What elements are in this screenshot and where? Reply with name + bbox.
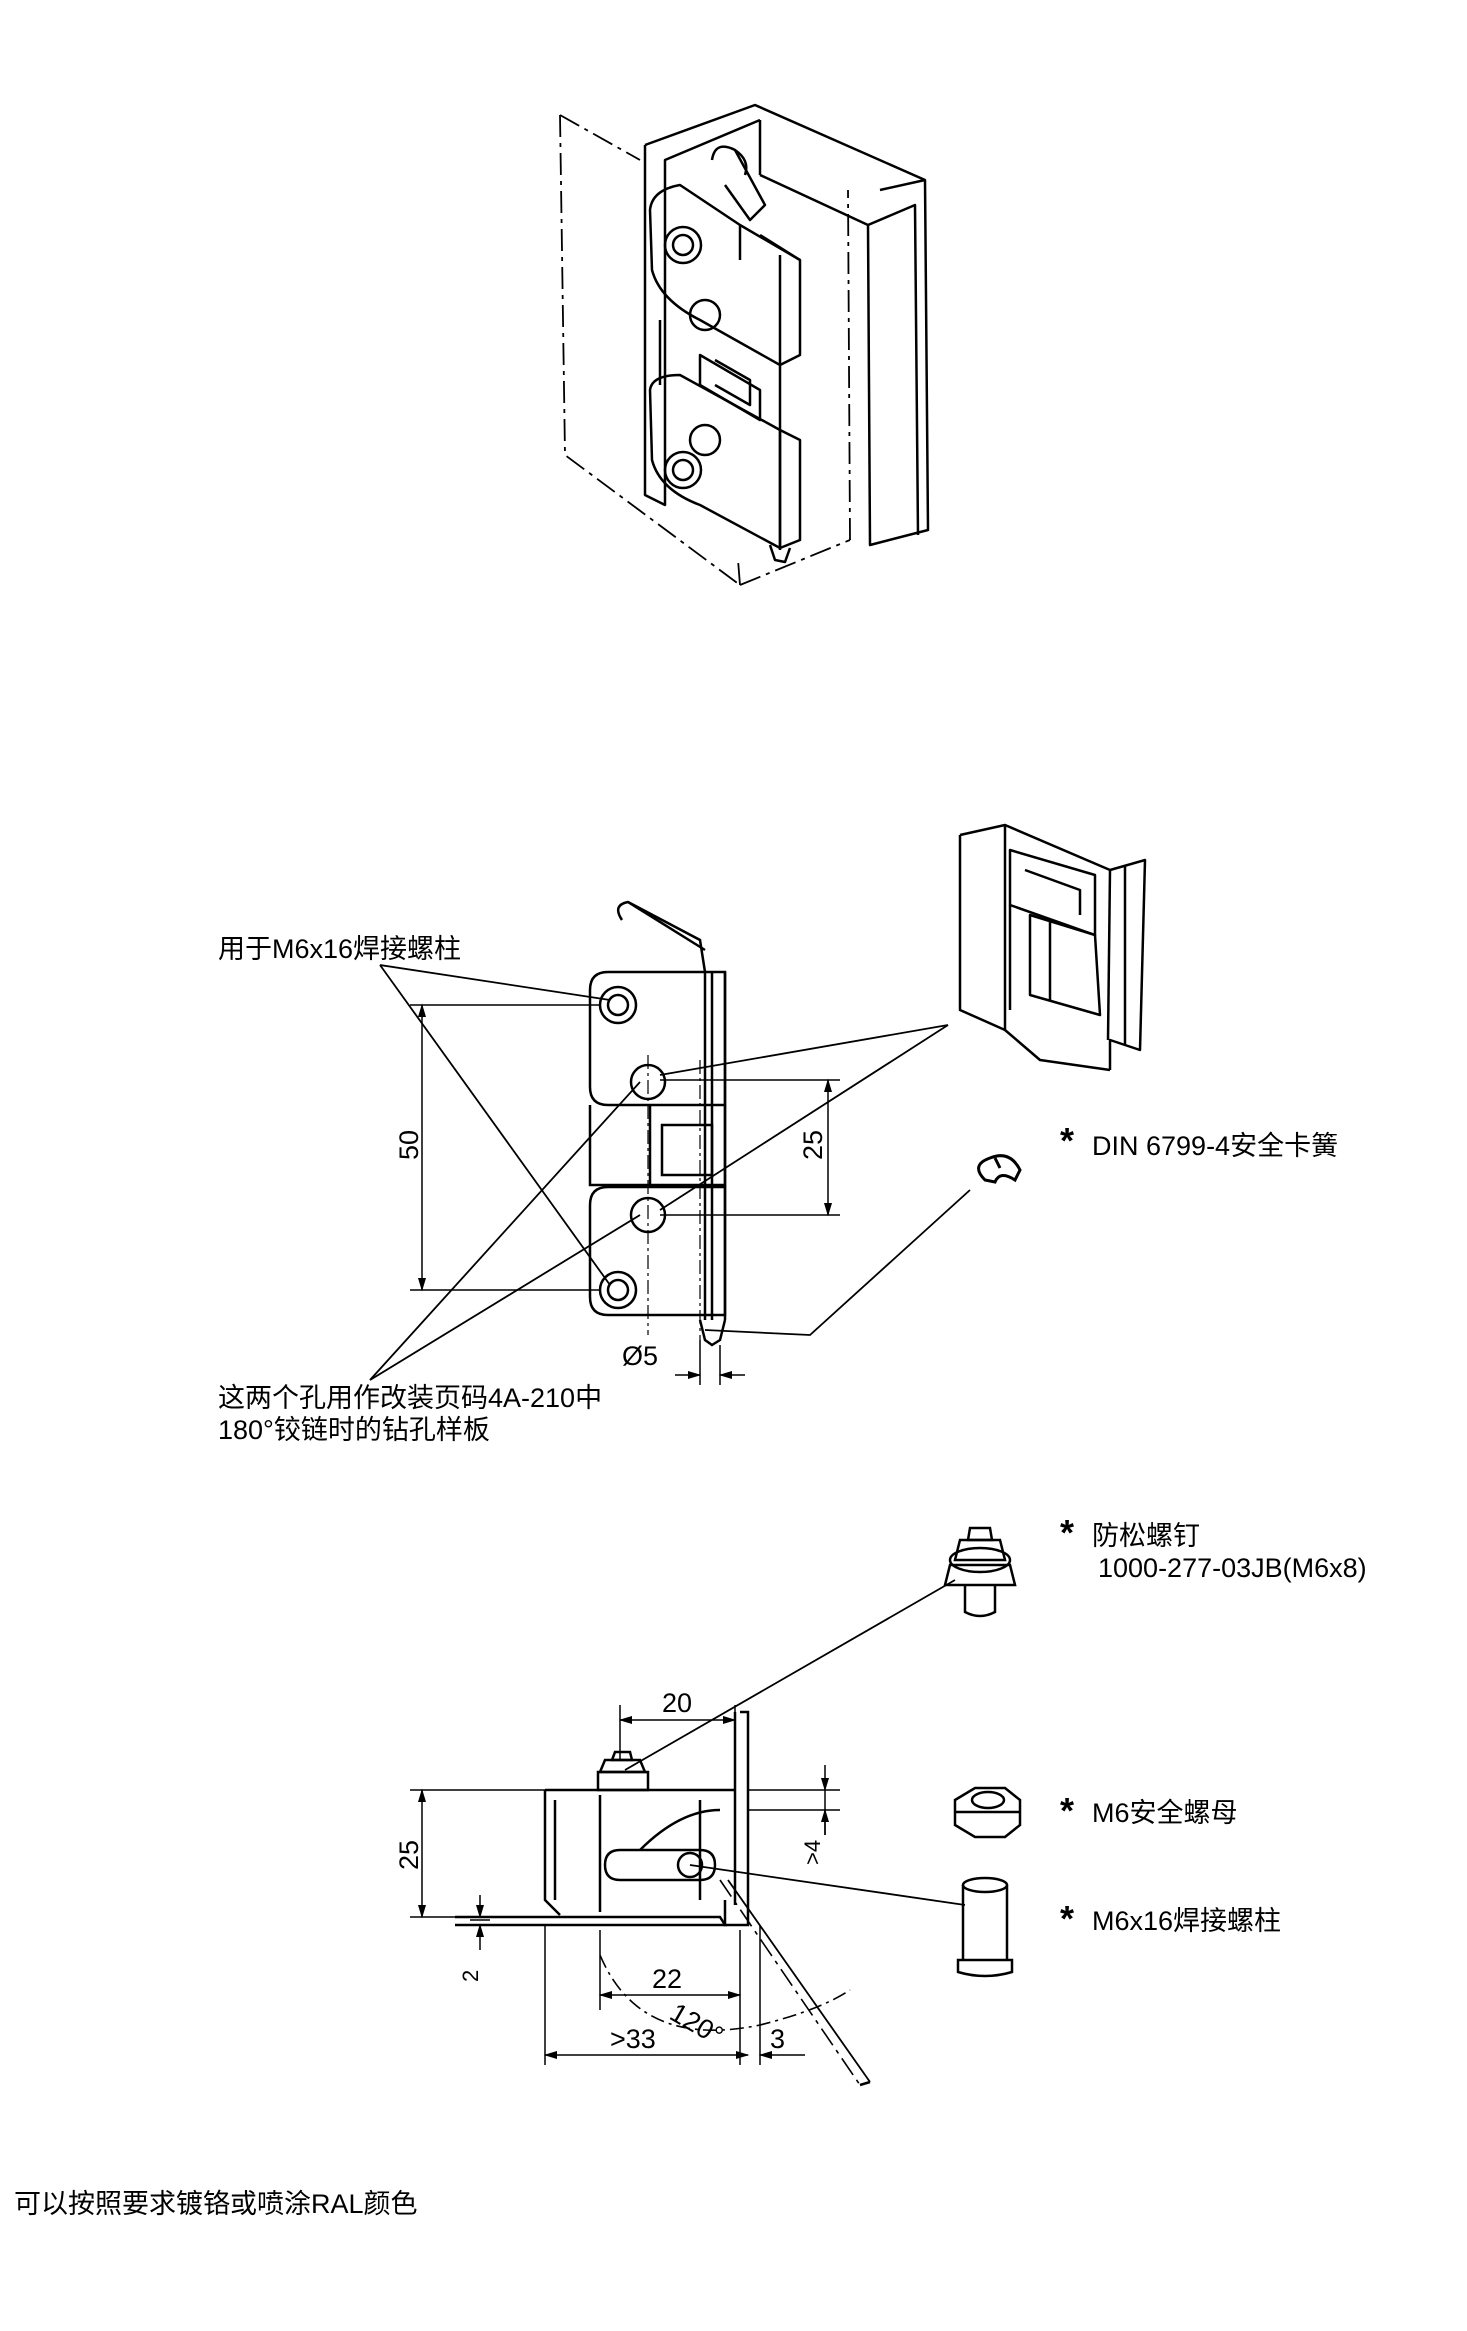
circlip-icon — [977, 1154, 1022, 1184]
footer-note: 可以按照要求镀铬或喷涂RAL颜色 — [14, 2189, 418, 2219]
nut-label: M6安全螺母 — [1092, 1798, 1238, 1828]
dim-dia5: Ø5 — [622, 1341, 658, 1371]
hinge-detail-isometric — [958, 823, 1147, 1072]
hinge-section-view — [410, 1579, 966, 2087]
dim-25-side: 25 — [394, 1840, 424, 1870]
stud-icon — [956, 1876, 1014, 1978]
drill-note-line2: 180°铰链时的钻孔样板 — [218, 1415, 490, 1445]
dim-3: 3 — [770, 2024, 785, 2054]
screw-label-line1: 防松螺钉 — [1092, 1521, 1200, 1551]
hinge-front-view — [369, 900, 971, 1385]
stud-star: * — [1060, 1898, 1075, 1939]
nut-star: * — [1060, 1790, 1075, 1831]
nut-icon — [953, 1786, 1022, 1839]
hinge-isometric — [559, 103, 930, 586]
dim-22: 22 — [652, 1964, 682, 1994]
dim-4: >4 — [800, 1840, 825, 1865]
dim-2: 2 — [458, 1970, 483, 1982]
screw-label-line2: 1000-277-03JB(M6x8) — [1098, 1553, 1367, 1583]
circlip-label: DIN 6799-4安全卡簧 — [1092, 1131, 1339, 1161]
dim-120: 120° — [665, 1997, 728, 2051]
dim-33: >33 — [610, 2024, 656, 2054]
drill-note-line1: 这两个孔用作改装页码4A-210中 — [218, 1383, 603, 1413]
screw-icon — [943, 1526, 1017, 1618]
circlip-star: * — [1060, 1120, 1075, 1161]
weld-stud-note: 用于M6x16焊接螺柱 — [218, 934, 462, 964]
dim-25-front: 25 — [798, 1130, 828, 1160]
screw-star: * — [1060, 1512, 1075, 1553]
dim-20: 20 — [662, 1688, 692, 1718]
stud-label: M6x16焊接螺柱 — [1092, 1906, 1282, 1936]
dim-50: 50 — [394, 1130, 424, 1160]
